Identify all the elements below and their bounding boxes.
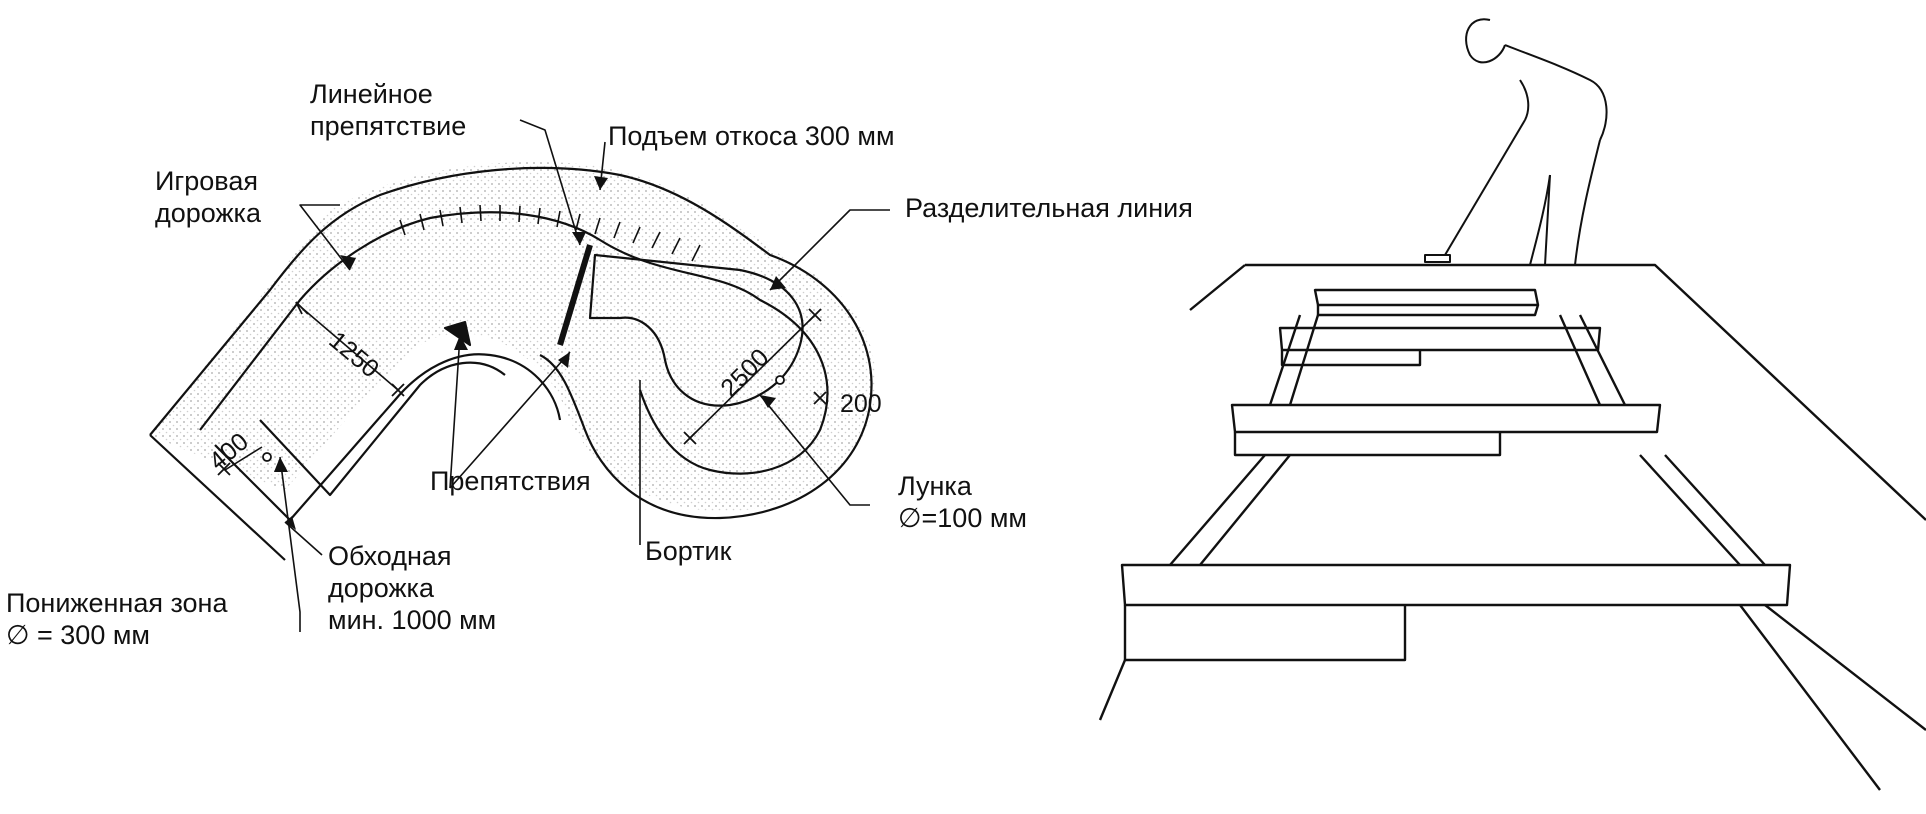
ground-plane [1245,263,1926,521]
dim-1250-line [301,307,399,391]
label-obstacles: Препятствия [430,466,591,496]
platform-3 [1230,403,1662,457]
dim-400-line [224,446,263,471]
label-linear-obstacle: Линейное препятствие [310,79,467,141]
green-path-edge [199,211,829,475]
platform-2 [1278,326,1602,367]
leader-lines [279,119,890,632]
label-slope-rise: Подъем откоса 300 мм [608,121,895,151]
golfer-figure [1424,18,1608,266]
ground-left [1189,264,1246,311]
label-bypass-path: Обходная дорожка мин. 1000 мм [328,541,497,635]
obstacle-wedge [443,320,472,347]
side-rails [1098,314,1926,791]
inner-island [588,253,804,407]
label-play-path: Игровая дорожка [155,166,261,228]
dim-200-value: 200 [840,390,882,418]
lowered-zone-mark [775,375,785,385]
putter-club [1444,119,1526,256]
hole-marker [262,452,272,462]
perspective-view [1098,18,1926,791]
dim-ticks [217,301,827,476]
dim-2500-line [689,314,816,439]
lower-path-edge-1 [214,353,562,522]
label-lowered-zone: Пониженная зона ∅ = 300 мм [6,588,228,650]
course-outer-edge-2 [149,434,286,561]
course-outer-edge [149,166,873,520]
label-curb: Бортик [645,536,732,566]
linear-obstacle-bar [557,244,593,346]
tee-platform [1313,288,1540,317]
course-plan: 1250 2500 200 400 [149,119,890,632]
label-hole: Лунка ∅=100 мм [898,471,1027,533]
lower-path-edge-2 [259,361,506,497]
slope-hatching [399,204,701,262]
platform-4 [1120,563,1792,662]
label-divider-line: Разделительная линия [905,193,1193,223]
curb-band [150,162,877,512]
arrowheads [274,176,786,530]
